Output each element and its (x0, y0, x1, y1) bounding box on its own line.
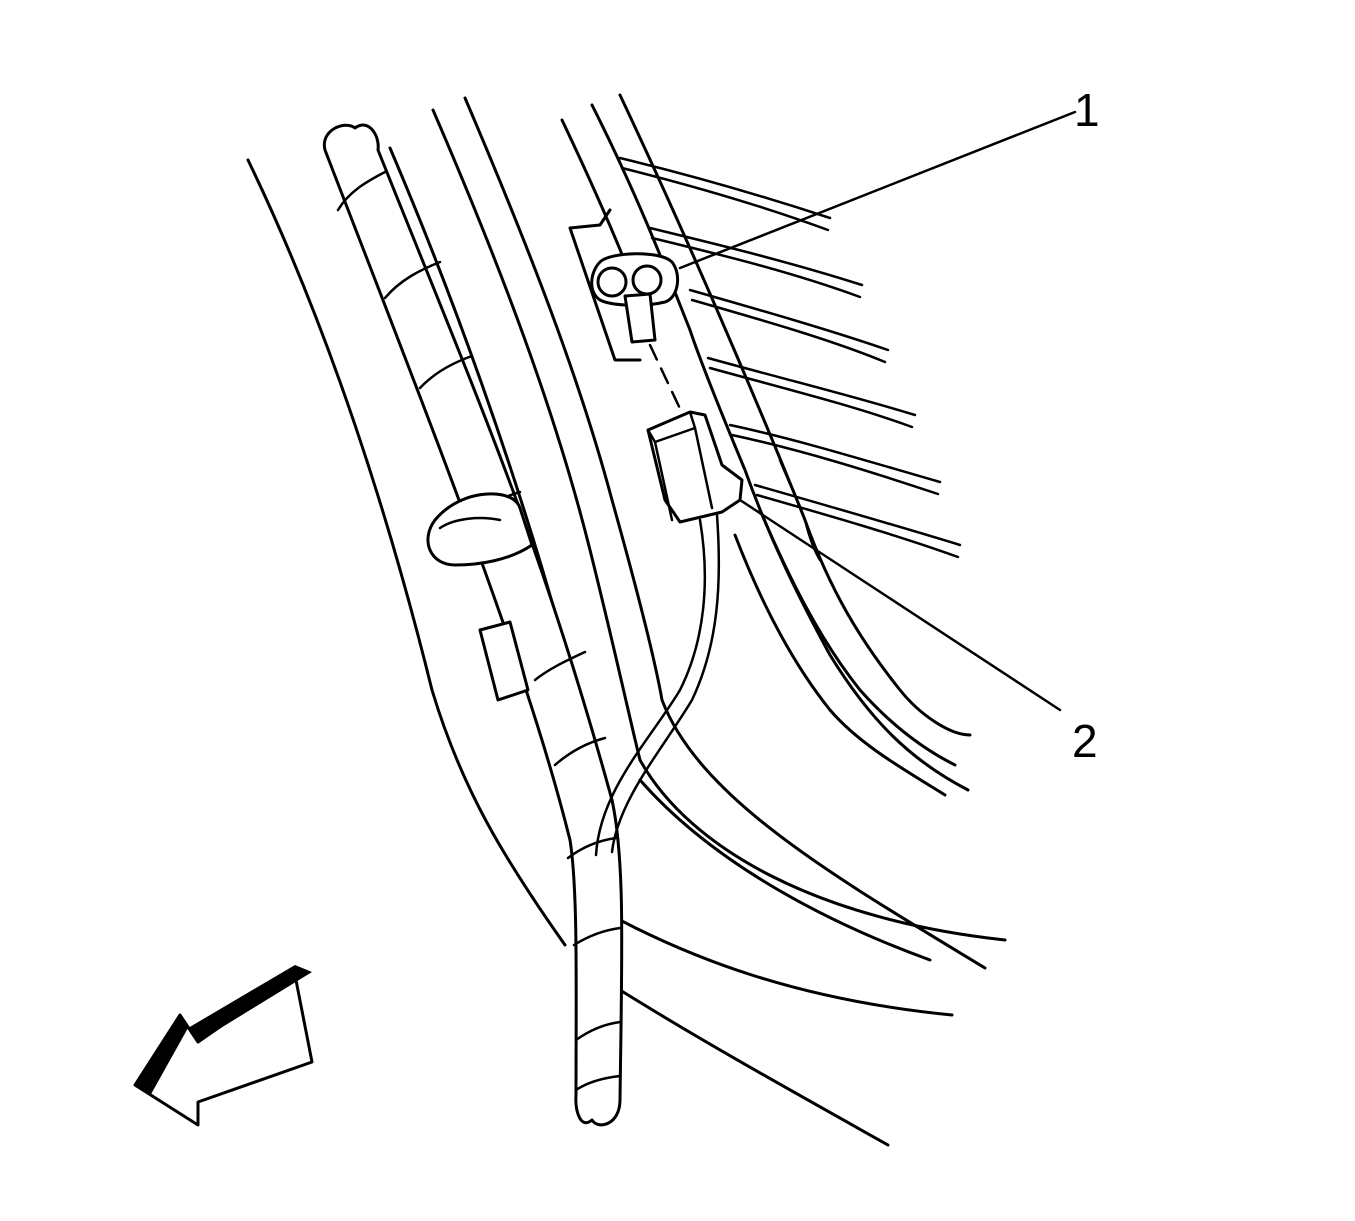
connector-2 (646, 410, 744, 524)
callout-1-label: 1 (1074, 84, 1100, 136)
wiring-harness (322, 123, 624, 1127)
leader-lines (678, 110, 1077, 712)
harness-clip (426, 492, 534, 702)
callout-2-label: 2 (1072, 715, 1098, 767)
wire-bundle-lines (618, 156, 962, 559)
front-arrow-icon (133, 965, 314, 1127)
connector-1 (590, 252, 680, 344)
pillar-body-lines (246, 96, 1007, 1147)
pigtail-wire (594, 513, 721, 857)
mounting-bracket (568, 208, 642, 362)
door-frame-lines (560, 93, 972, 797)
alignment-dash-line (648, 343, 685, 417)
